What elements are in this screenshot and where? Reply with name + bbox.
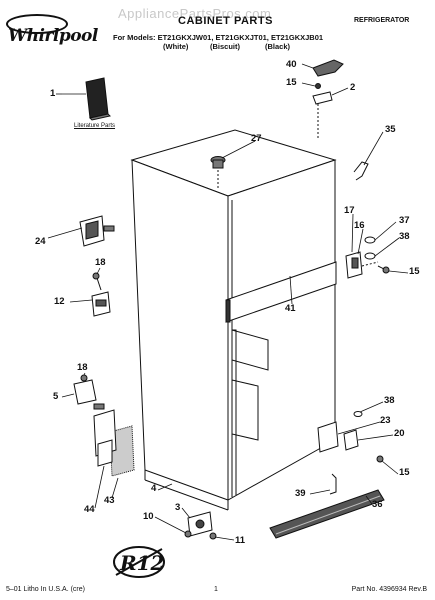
insulation-panel-part xyxy=(93,409,135,477)
variant-white: (White) xyxy=(163,42,189,51)
callout-15-right: 15 xyxy=(409,266,420,277)
hinge-cover-part xyxy=(312,59,344,77)
literature-parts-label: Literature Parts xyxy=(74,123,116,129)
callout-36: 36 xyxy=(372,499,383,510)
page-title: CABINET PARTS xyxy=(178,15,273,27)
footer-print-info: 5–01 Litho In U.S.A. (cre) xyxy=(6,586,85,593)
callout-38: 38 xyxy=(399,231,410,242)
r12-badge-text: R12 xyxy=(120,551,165,575)
callout-16: 16 xyxy=(354,220,365,231)
cabinet-body xyxy=(130,129,337,511)
callout-38-lower: 38 xyxy=(384,395,395,406)
grille-clip-part xyxy=(329,473,337,495)
callout-11: 11 xyxy=(235,535,246,546)
leveling-leg-part xyxy=(187,511,213,537)
callout-27: 27 xyxy=(251,133,262,144)
r12-refrigerant-badge: R12 xyxy=(112,545,166,579)
callout-5: 5 xyxy=(53,391,59,402)
callout-24: 24 xyxy=(35,236,46,247)
callout-18: 18 xyxy=(95,257,106,268)
leg-screw-part xyxy=(184,530,217,540)
callout-43: 43 xyxy=(104,495,115,506)
product-type: REFRIGERATOR xyxy=(354,17,410,24)
washer-part xyxy=(364,236,376,260)
callout-23: 23 xyxy=(380,415,391,426)
callout-1: 1 xyxy=(50,88,56,99)
lower-left-hinge-part xyxy=(73,374,105,410)
callout-41: 41 xyxy=(285,303,296,314)
r12-badge-shape xyxy=(113,546,165,578)
top-hinge-part xyxy=(312,83,333,140)
watermark: AppliancePartsPros.com xyxy=(118,6,272,21)
callout-17: 17 xyxy=(344,205,355,216)
literature-booklet-part xyxy=(85,77,111,121)
models-line: For Models: ET21GKXJW01, ET21GKXJT01, ET… xyxy=(113,33,324,42)
middle-hinge-part xyxy=(79,215,115,247)
callout-37: 37 xyxy=(399,215,410,226)
top-plug-part xyxy=(210,156,226,188)
callout-39: 39 xyxy=(295,488,306,499)
brand-logo: Whirlpool xyxy=(6,12,98,46)
right-hinge-bracket-part xyxy=(345,251,379,279)
callout-3: 3 xyxy=(175,502,181,513)
wire-clip-part xyxy=(353,161,369,181)
callout-10: 10 xyxy=(143,511,154,522)
footer-part-number: Part No. 4396934 Rev.B xyxy=(351,586,427,593)
footer-page-number: 1 xyxy=(214,586,218,593)
callout-20: 20 xyxy=(394,428,405,439)
variant-black: (Black) xyxy=(265,42,291,51)
callout-35: 35 xyxy=(385,124,396,135)
leader-lines xyxy=(47,63,409,541)
brand-logo-ring xyxy=(6,14,68,34)
callout-40: 40 xyxy=(286,59,297,70)
cabinet-interior xyxy=(231,329,269,495)
variant-biscuit: (Biscuit) xyxy=(210,42,240,51)
hinge-bracket-part xyxy=(91,291,111,317)
toe-grille-part xyxy=(269,489,385,539)
callout-12: 12 xyxy=(54,296,65,307)
hinge-screw-part xyxy=(377,265,390,274)
callout-15: 15 xyxy=(286,77,297,88)
lower-right-hinge-part xyxy=(317,411,384,463)
callout-15-lower: 15 xyxy=(399,467,410,478)
brand-name: Whirlpool xyxy=(8,26,98,46)
divider-crossbar-part xyxy=(225,261,337,323)
callout-18-lower: 18 xyxy=(77,362,88,373)
screw-part xyxy=(92,272,102,291)
callout-2: 2 xyxy=(350,82,356,93)
callout-4: 4 xyxy=(151,483,157,494)
callout-44: 44 xyxy=(84,504,95,515)
